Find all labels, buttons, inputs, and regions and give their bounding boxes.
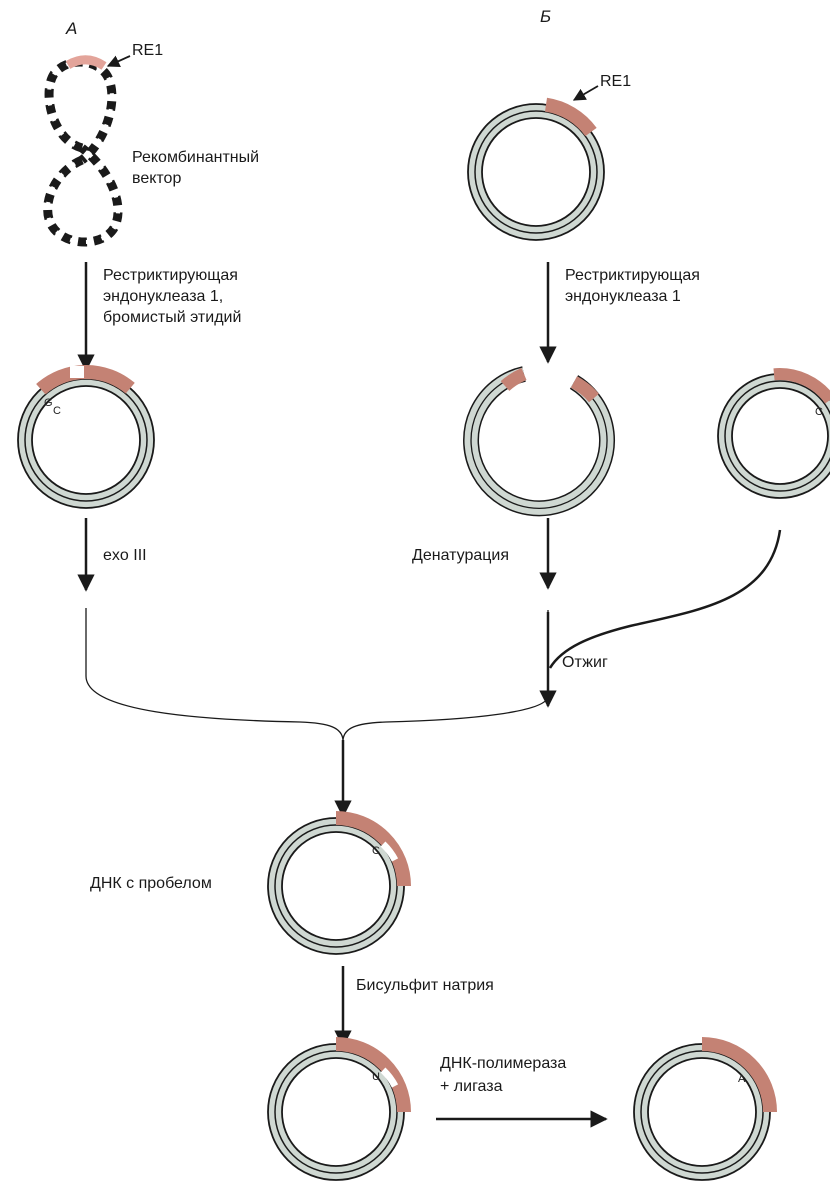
re1-arrow-b — [572, 85, 599, 101]
re1-arrow-a — [106, 55, 131, 68]
gapped-label: ДНК с пробелом — [90, 875, 212, 892]
polymerase-line1: ДНК-полимераза — [440, 1055, 566, 1072]
gapped-dna-circle: C — [267, 811, 411, 955]
supercoiled-vector — [43, 55, 123, 247]
nicked-circle-a: G C — [17, 364, 155, 509]
base-c-gap: C — [372, 845, 380, 857]
anneal-label: Отжиг — [562, 654, 608, 671]
base-g-a: G — [44, 397, 53, 409]
enzyme-b-line2: эндонуклеаза 1 — [565, 288, 681, 305]
vector-label-line1: Рекомбинантный — [132, 149, 259, 166]
second-vector-circle: C — [717, 368, 830, 499]
base-a: A — [738, 1073, 746, 1085]
anneal-curve — [548, 529, 782, 669]
polymerase-line2: + лигаза — [440, 1078, 503, 1095]
exo-label: exo III — [103, 547, 147, 564]
base-c-b: C — [815, 406, 823, 418]
vector-label-line2: вектор — [132, 170, 181, 187]
re1-site-a — [65, 55, 107, 70]
re1-label-b: RE1 — [600, 73, 631, 90]
enzyme-a-line2: эндонуклеаза 1, — [103, 288, 223, 305]
panel-a-label: А — [65, 19, 77, 38]
base-c-a: C — [53, 405, 61, 417]
bisulfite-label: Бисульфит натрия — [356, 977, 494, 994]
enzyme-a-line3: бромистый этидий — [103, 309, 241, 326]
enzyme-a-line1: Рестриктирующая — [103, 267, 238, 284]
enzyme-b-line1: Рестриктирующая — [565, 267, 700, 284]
cut-circle-b — [463, 366, 616, 517]
mutant-circle: A — [633, 1037, 777, 1181]
merge-brace — [85, 608, 549, 741]
panel-b-label: Б — [540, 7, 551, 26]
base-u: U — [372, 1071, 380, 1083]
denature-label: Денатурация — [412, 547, 509, 564]
circle-b — [467, 97, 605, 241]
bisulfite-circle: U — [267, 1037, 411, 1181]
re1-label-a: RE1 — [132, 42, 163, 59]
